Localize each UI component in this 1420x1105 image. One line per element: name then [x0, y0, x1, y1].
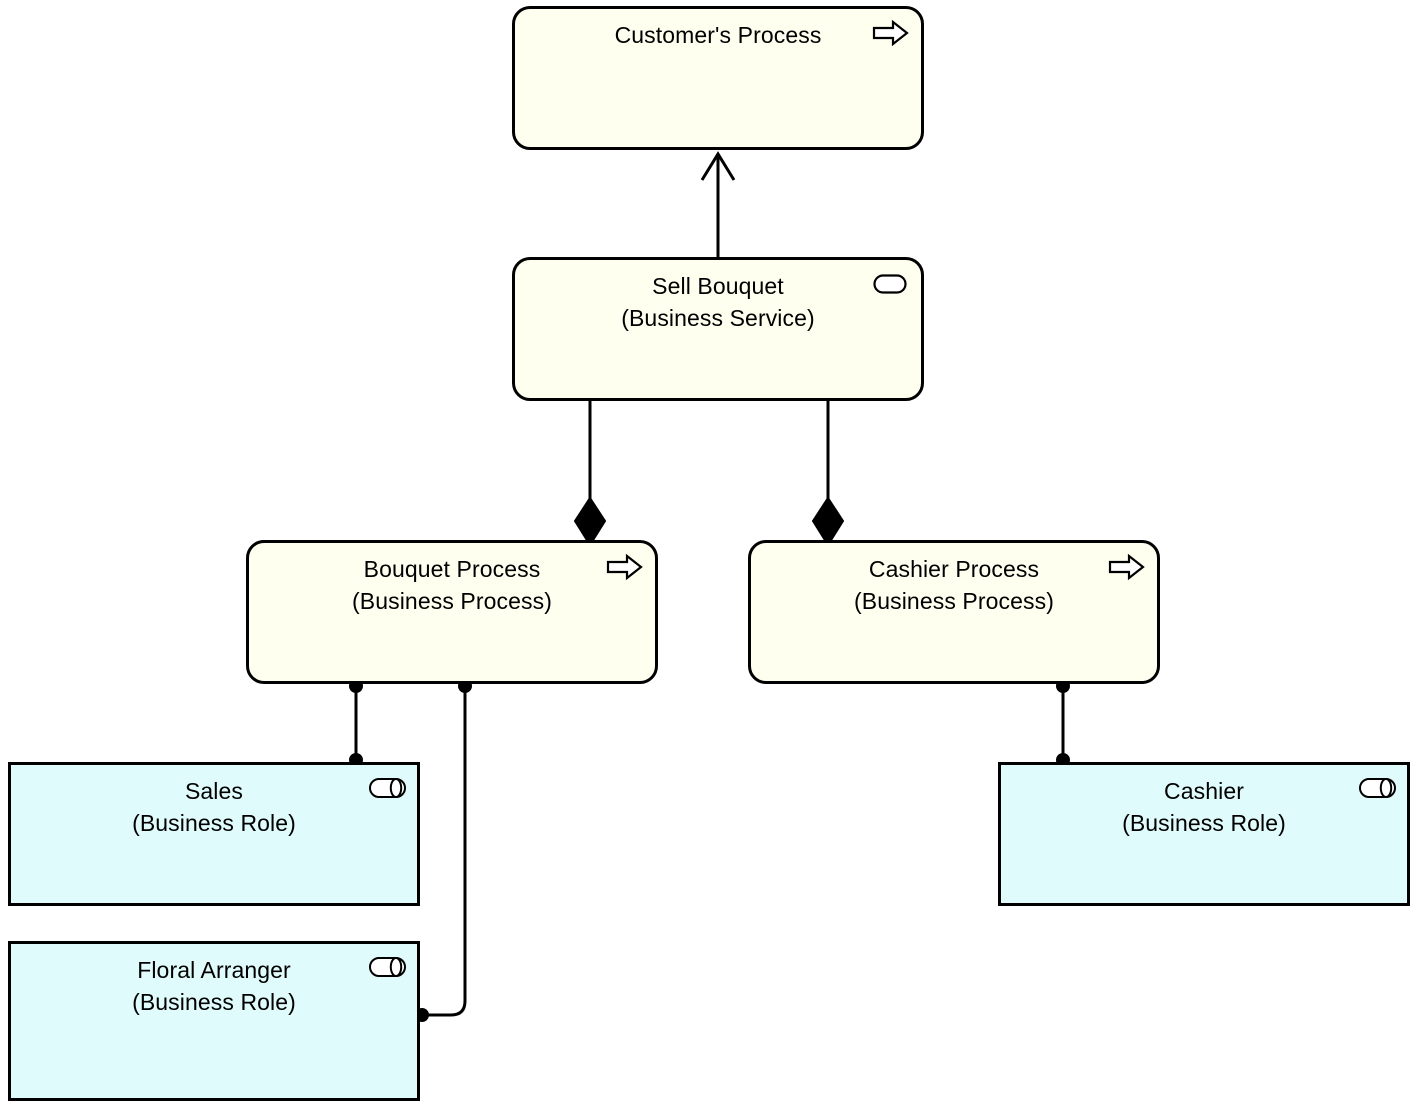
business-role-cylinder-icon: [369, 956, 406, 978]
node-customers-process[interactable]: Customer's Process: [512, 6, 924, 150]
business-service-oval-icon: [873, 274, 907, 294]
edge-line: [420, 686, 467, 1017]
node-label-sell-bouquet: Sell Bouquet (Business Service): [621, 273, 815, 331]
edge-composition-sell-bouquet-bouquet-process[interactable]: [573, 401, 607, 547]
edge-assignment-floral-arranger-to-bouquet-process[interactable]: [415, 679, 472, 1022]
edge-serving-sell-bouquet-to-customers-process[interactable]: [700, 151, 736, 257]
node-label-cashier-role: Cashier (Business Role): [1122, 778, 1286, 836]
node-label-bouquet-process: Bouquet Process (Business Process): [352, 556, 552, 614]
filled-diamond-icon: [573, 496, 607, 547]
node-label-customers-process: Customer's Process: [614, 22, 822, 48]
node-label-cashier-process: Cashier Process (Business Process): [854, 556, 1054, 614]
edge-composition-sell-bouquet-cashier-process[interactable]: [811, 401, 845, 547]
filled-diamond-icon: [811, 496, 845, 547]
business-role-cylinder-icon: [1359, 777, 1396, 799]
node-floral-arranger-role[interactable]: Floral Arranger (Business Role): [8, 941, 420, 1101]
node-cashier-process[interactable]: Cashier Process (Business Process): [748, 540, 1160, 684]
edge-assignment-cashier-to-cashier-process[interactable]: [1056, 679, 1070, 767]
node-sales-role[interactable]: Sales (Business Role): [8, 762, 420, 906]
business-role-cylinder-icon: [369, 777, 406, 799]
open-arrowhead-icon: [700, 151, 736, 181]
business-process-arrow-icon: [606, 553, 643, 581]
node-bouquet-process[interactable]: Bouquet Process (Business Process): [246, 540, 658, 684]
node-cashier-role[interactable]: Cashier (Business Role): [998, 762, 1410, 906]
business-process-arrow-icon: [1108, 553, 1145, 581]
node-sell-bouquet[interactable]: Sell Bouquet (Business Service): [512, 257, 924, 401]
node-label-floral-arranger-role: Floral Arranger (Business Role): [132, 957, 296, 1015]
business-process-arrow-icon: [872, 19, 909, 47]
edge-assignment-sales-to-bouquet-process[interactable]: [349, 679, 363, 767]
node-label-sales-role: Sales (Business Role): [132, 778, 296, 836]
